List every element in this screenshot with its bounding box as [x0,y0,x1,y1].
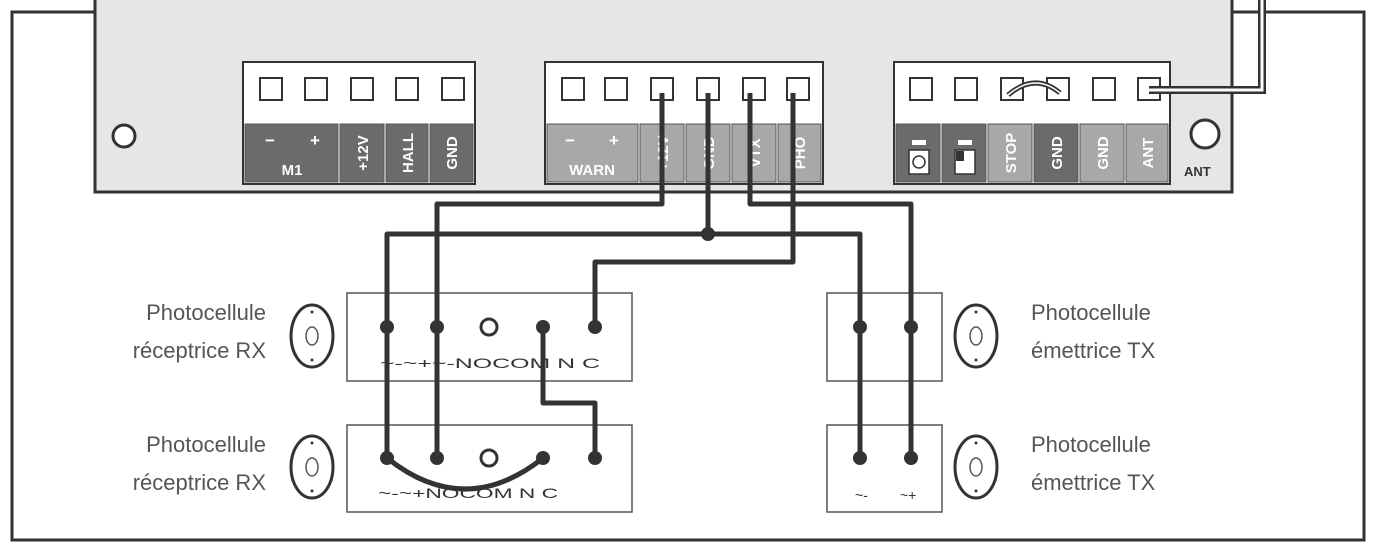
label-m1: M1 [282,162,303,179]
cell-12v [339,123,385,183]
cell-gnd-3 [1033,123,1079,183]
cell-gnd-4 [1079,123,1125,183]
terminal-block-control: STOP GND GND ANT [893,61,1171,185]
terminal-screw-icon [259,77,283,101]
terminal-screw-icon [561,77,585,101]
terminal-dot [904,320,918,334]
rx1-pin-labels: ~-~+~-NOCOM N C [380,355,600,371]
terminal-screw-icon [441,77,465,101]
stop-jumper-highlight [1007,82,1061,96]
photocell-rx1-box [346,292,633,382]
terminal-block-photocell: − + WARN +12V GND VTX PHO [544,61,824,185]
rx2-label-line2: réceptrice RX [133,470,267,495]
mount-hole-left-icon [111,123,137,149]
tx2-pin-plus: ~+ [900,487,916,503]
terminal-dot [430,451,444,465]
label-minus: − [265,131,275,150]
terminal-dot-empty [479,317,499,337]
wire-gnd-rx [384,93,711,458]
junction-dot [701,227,715,241]
terminal-block-motor: − + M1 +12V HALL GND [242,61,476,185]
label-minus-2: − [565,131,575,150]
terminal-dot [380,320,394,334]
label-plus-2: + [609,131,619,150]
mount-hole-right-icon [1189,118,1221,150]
cell-warn [546,123,639,183]
photocell-tx1-box [826,292,943,382]
photocell-lens-rx1-icon [289,303,335,369]
photocell-tx2-box [826,424,943,513]
label-pho: PHO [792,136,809,169]
terminal-screw-icon [304,77,328,101]
label-ant: ANT [1140,138,1157,169]
terminal-dot [536,451,550,465]
tx2-pin-minus: ~- [855,487,868,503]
tx1-label-line1: Photocellule [1031,300,1151,325]
cell-hall [385,123,429,183]
label-gnd-3: GND [1049,136,1066,170]
terminal-dot [853,451,867,465]
terminal-screw-icon [909,77,933,101]
tx2-label-line2: émettrice TX [1031,470,1156,495]
photocell-rx2-box [346,424,633,513]
terminal-screw-icon [954,77,978,101]
cell-gnd [429,123,474,183]
wire-rx1-n-rx2-c [540,327,598,458]
terminal-screw-icon [350,77,374,101]
antenna-label: ANT [1184,164,1211,179]
cell-ant [1125,123,1169,183]
tx1-label-line2: émettrice TX [1031,338,1156,363]
terminal-screw-icon [1092,77,1116,101]
connection-dots [380,227,918,468]
terminal-dot [430,320,444,334]
terminal-dot [380,451,394,465]
label-gnd-4: GND [1095,136,1112,170]
antenna-cable-inner [1149,0,1264,92]
label-12v: +12V [355,135,372,170]
photocell-lens-tx1-icon [953,303,999,369]
wire-rx2-bridge [385,456,545,492]
rx2-pin-labels: ~-~+NOCOM N C [378,485,558,501]
terminal-screw-icon [395,77,419,101]
terminal-dot [536,320,550,334]
rx2-label-line1: Photocellule [146,432,266,457]
terminal-screws-1 [259,77,465,101]
terminal-screw-icon [604,77,628,101]
photocell-lens-tx2-icon [953,434,999,500]
pushbutton-close-icon [954,140,976,175]
label-stop: STOP [1003,133,1020,174]
photocell-lens-rx2-icon [289,434,335,500]
label-plus: + [310,131,320,150]
label-gnd: GND [444,136,461,170]
label-warn: WARN [569,162,615,179]
terminal-dot [904,451,918,465]
rx1-label-line1: Photocellule [146,300,266,325]
terminal-dot [588,320,602,334]
terminal-dot [588,451,602,465]
terminal-dot [853,320,867,334]
terminal-dot-empty [479,448,499,468]
rx1-label-line2: réceptrice RX [133,338,267,363]
cell-pho [777,123,822,183]
terminal-screws-2 [561,77,810,101]
wire-gnd-tx [708,231,863,458]
terminal-screw-icon [742,77,766,101]
cell-m1 [244,123,339,183]
terminal-screw-icon [786,77,810,101]
cell-vtx [731,123,777,183]
label-hall: HALL [400,133,417,173]
pushbutton-open-icon [908,140,930,175]
tx2-label-line1: Photocellule [1031,432,1151,457]
cell-stop [987,123,1033,183]
wire-pho-rx [592,93,796,327]
